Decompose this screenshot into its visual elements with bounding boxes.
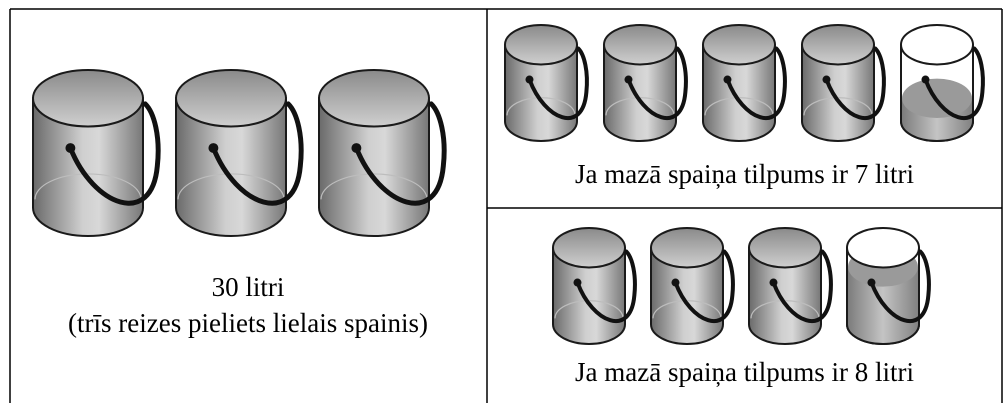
handle-pivot <box>65 143 76 153</box>
bucket-handle <box>725 46 787 121</box>
handle-pivot <box>208 143 219 153</box>
bottom-right-caption: Ja mazā spaiņa tilpums ir 8 litri <box>575 357 914 387</box>
bucket-rim <box>32 69 144 128</box>
large-bucket-icon <box>32 69 161 237</box>
bucket-rim <box>504 24 578 66</box>
handle-pivot <box>921 75 930 84</box>
handle-pivot <box>769 278 778 287</box>
partial-bucket-icon <box>846 227 931 345</box>
large-bucket-icon <box>318 69 447 237</box>
bucket-rim <box>175 69 287 128</box>
bucket-bottom-line <box>320 173 428 200</box>
bucket-rim <box>748 227 822 269</box>
bucket-handle <box>353 101 447 206</box>
bucket-rim <box>318 69 430 128</box>
bucket-handle <box>527 46 589 121</box>
bucket-rim <box>603 24 677 66</box>
bucket-handle <box>869 249 931 324</box>
large-bucket-icon <box>175 69 304 237</box>
handle-pivot <box>624 75 633 84</box>
partial-bucket-icon <box>900 24 985 142</box>
bucket-handle <box>673 249 735 324</box>
bucket-outline <box>846 246 920 345</box>
small-bucket-icon <box>748 227 833 345</box>
bucket-bottom-line <box>177 173 285 200</box>
buckets-layer <box>32 24 985 345</box>
bucket-handle <box>67 101 161 206</box>
bucket-handle <box>575 249 637 324</box>
bucket-rim <box>552 227 626 269</box>
handle-pivot <box>671 278 680 287</box>
handle-pivot <box>573 278 582 287</box>
small-bucket-icon <box>650 227 735 345</box>
bucket-handle <box>923 46 985 121</box>
bucket-rim <box>702 24 776 66</box>
handle-pivot <box>867 278 876 287</box>
handle-pivot <box>351 143 362 153</box>
small-bucket-icon <box>702 24 787 142</box>
handle-pivot <box>525 75 534 84</box>
handle-pivot <box>822 75 831 84</box>
left-caption-line1: 30 litri <box>211 272 285 302</box>
small-bucket-icon <box>603 24 688 142</box>
panel-borders <box>9 8 1003 403</box>
bucket-rim <box>846 227 920 269</box>
bucket-handle <box>626 46 688 121</box>
bucket-handle <box>824 46 886 121</box>
small-bucket-icon <box>504 24 589 142</box>
bucket-handle <box>210 101 304 206</box>
bucket-handle <box>771 249 833 324</box>
bucket-rim <box>650 227 724 269</box>
small-bucket-icon <box>801 24 886 142</box>
left-caption-line2: (trīs reizes pieliets lielais spainis) <box>68 308 428 338</box>
bucket-rim <box>900 24 974 66</box>
handle-pivot <box>723 75 732 84</box>
small-bucket-icon <box>552 227 637 345</box>
top-right-caption: Ja mazā spaiņa tilpums ir 7 litri <box>575 159 914 189</box>
bucket-outline <box>900 43 974 142</box>
bucket-rim <box>801 24 875 66</box>
bucket-bottom-line <box>34 173 142 200</box>
